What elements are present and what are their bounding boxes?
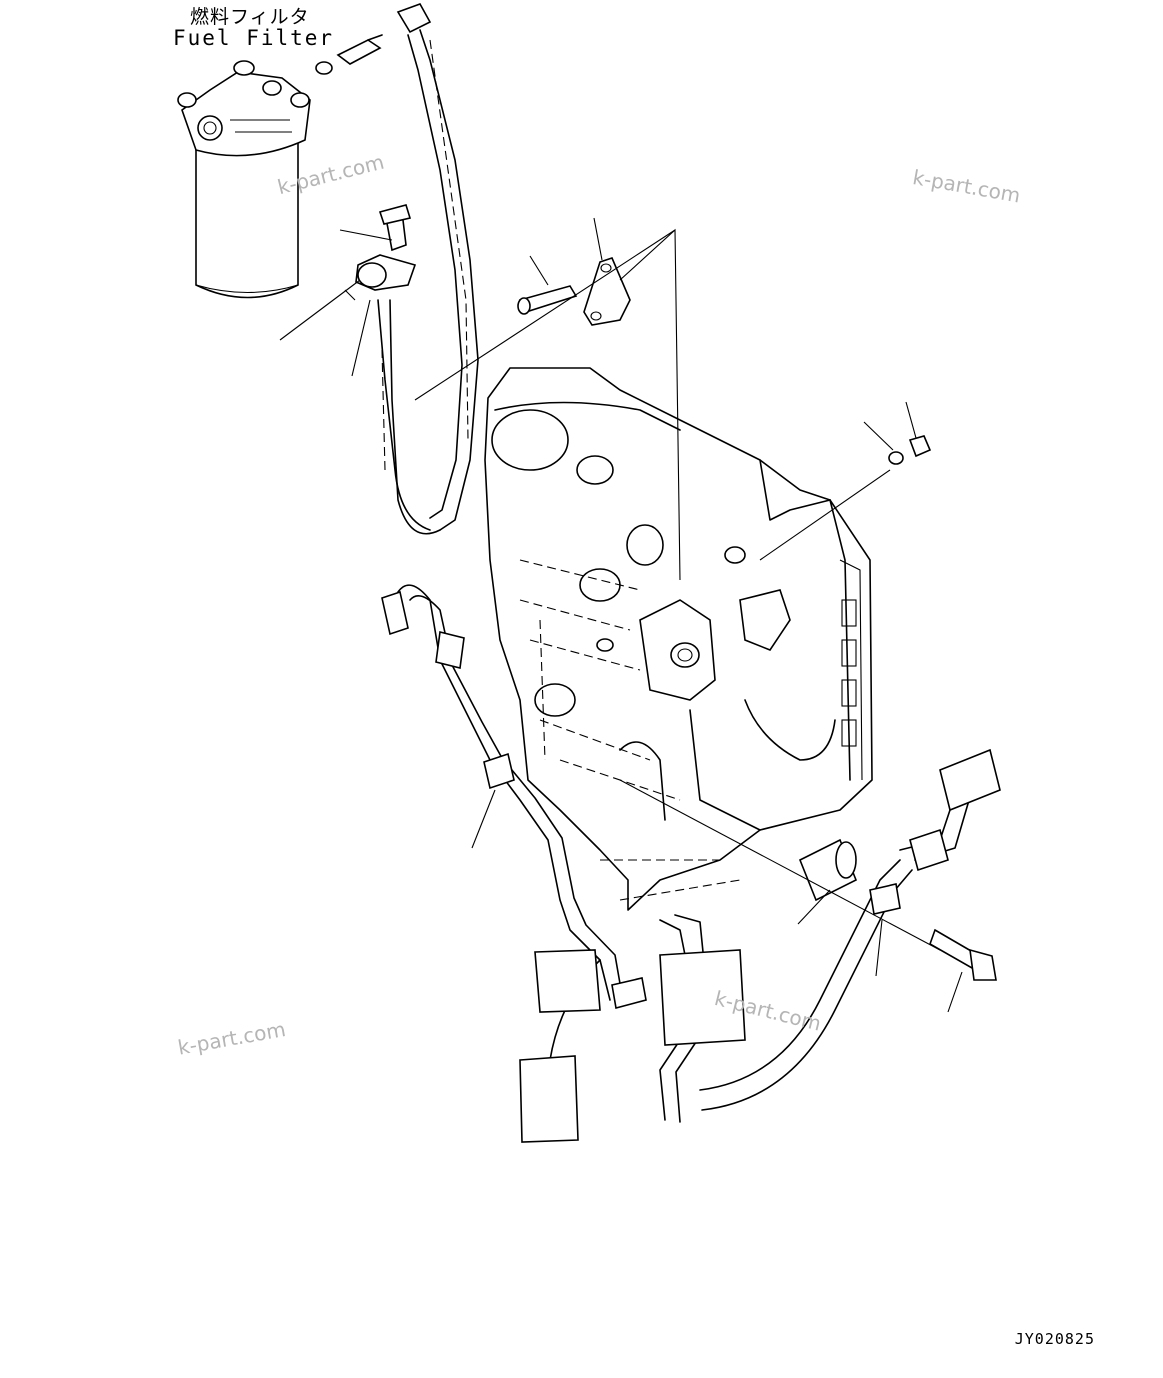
engine-block <box>484 367 873 911</box>
drawing-number: JY020825 <box>1014 1330 1095 1348</box>
bracket-bolt <box>517 257 631 326</box>
nut-washer <box>888 435 932 465</box>
wiring-harness-right <box>611 748 1001 1123</box>
fuel-filter <box>177 60 311 299</box>
filter-fittings <box>315 3 432 75</box>
leader-lines <box>279 217 963 1013</box>
fuel-hose <box>377 29 479 535</box>
wiring-harness-left <box>381 584 623 1143</box>
spacer-bolt <box>798 838 997 981</box>
title-english: Fuel Filter <box>173 26 335 50</box>
hose-clamp <box>344 204 417 301</box>
fuel-pump <box>639 546 791 701</box>
title-japanese: 燃料フィルタ <box>190 6 310 28</box>
